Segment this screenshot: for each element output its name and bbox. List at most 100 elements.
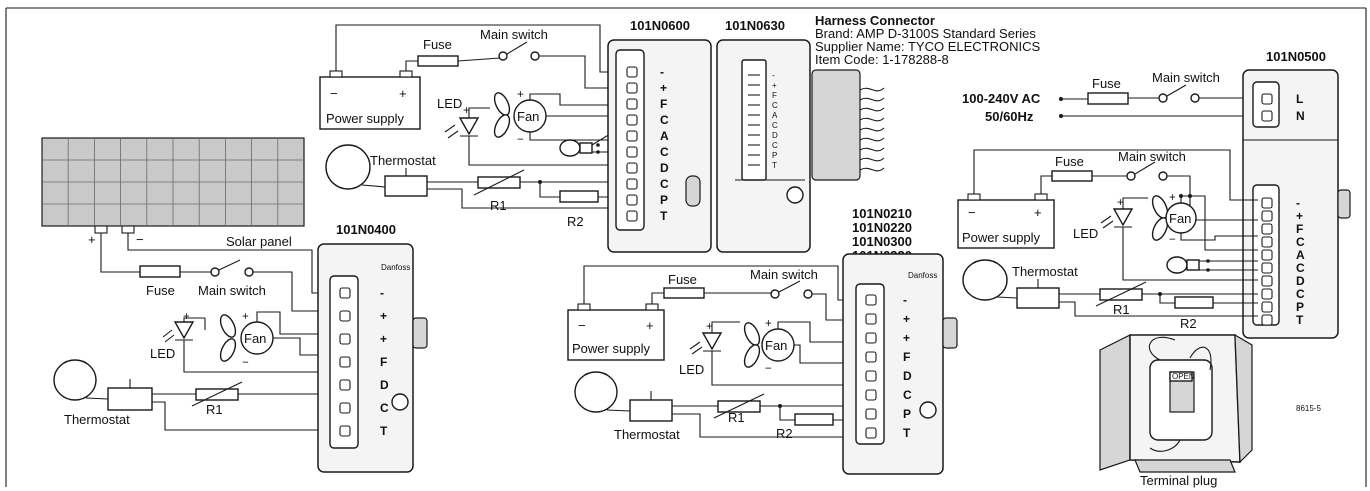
- r1-label: R1: [206, 402, 223, 417]
- fuse-label: Fuse: [668, 272, 697, 287]
- pin-label: D: [380, 378, 389, 392]
- terminal-slot: [1261, 249, 1273, 261]
- harness-title: Harness Connector: [815, 13, 935, 28]
- pin-label: +: [660, 81, 667, 95]
- harness-wire: [859, 167, 885, 172]
- terminal-slot: [339, 333, 351, 345]
- model-101n0600: 101N0600: [630, 18, 690, 33]
- switch-lever: [778, 280, 801, 293]
- switch-lever: [1166, 84, 1187, 97]
- model-101n0220: 101N0220: [852, 220, 912, 235]
- thermostat-body: [629, 399, 673, 422]
- thermostat-bulb-icon: [53, 359, 97, 401]
- wire: [1159, 294, 1175, 304]
- battery-terminal-pos: [645, 303, 659, 311]
- wire: [1180, 233, 1258, 241]
- led-plus: +: [463, 105, 470, 117]
- wire: [427, 188, 620, 209]
- harness-wire: [859, 157, 885, 162]
- wire: [1122, 197, 1148, 209]
- battery-plus-sign: +: [1034, 205, 1042, 220]
- terminal-slot: [865, 294, 877, 306]
- main-switch-label: Main switch: [1118, 149, 1186, 164]
- led-symbol: [701, 332, 723, 351]
- housing-knob: [919, 401, 937, 419]
- terminal-slot: [339, 356, 351, 368]
- fan-plus: +: [1169, 192, 1176, 204]
- harness-item-code: Item Code: 1-178288-8: [815, 52, 949, 67]
- main-switch-label: Main switch: [1152, 70, 1220, 85]
- r1-variable-arrow: [1095, 281, 1147, 307]
- wire: [711, 321, 740, 333]
- terminal-slot: [1261, 236, 1273, 248]
- fan-minus: −: [1169, 234, 1176, 246]
- led-label: LED: [437, 96, 462, 111]
- model-101n0300: 101N0300: [852, 234, 912, 249]
- wire: [1059, 301, 1258, 317]
- harness-brand: Brand: AMP D-3100S Standard Series: [815, 26, 1036, 41]
- terminal-slot: [626, 210, 638, 222]
- fuse-symbol: [1051, 170, 1093, 182]
- terminal-slot: [1261, 93, 1273, 105]
- fan-blade-icon: [493, 114, 511, 138]
- harness-pin-label: C: [772, 121, 778, 130]
- harness-wire: [859, 117, 885, 122]
- r1-variable-arrow: [713, 393, 765, 419]
- power-supply-box: [567, 309, 665, 361]
- switch-contact: [210, 267, 220, 277]
- harness-pin-label: A: [772, 111, 778, 120]
- thermostat-body: [107, 387, 153, 411]
- harness-wire: [859, 97, 885, 102]
- plug-base: [1134, 459, 1236, 473]
- battery-terminal-pos: [399, 70, 413, 78]
- terminal-slot: [1261, 223, 1273, 235]
- thermostat-bulb-icon: [574, 371, 618, 413]
- harness-supplier: Supplier Name: TYCO ELECTRONICS: [815, 39, 1040, 54]
- fan-label: Fan: [517, 109, 539, 124]
- housing-knob: [391, 393, 409, 411]
- device-side-tab: [1337, 189, 1351, 219]
- switch-contact: [1190, 93, 1200, 103]
- harness-pin-label: C: [772, 141, 778, 150]
- resistor-r2: [794, 413, 834, 426]
- open-tag: [1169, 371, 1193, 382]
- pin-label: -: [380, 286, 384, 300]
- battery-plus-sign: +: [399, 86, 407, 101]
- main-switch-label: Main switch: [480, 27, 548, 42]
- led-plus: +: [706, 321, 713, 333]
- led-arrow: [689, 341, 701, 350]
- ac-voltage-label: 100-240V AC: [962, 91, 1041, 106]
- terminal-slot: [626, 82, 638, 94]
- led-symbol: [173, 321, 195, 340]
- thermostat-label: Thermostat: [64, 412, 130, 427]
- pin-label: P: [660, 193, 668, 207]
- wire: [529, 132, 620, 141]
- lamp-base: [1186, 259, 1200, 271]
- led-arrow: [164, 334, 175, 343]
- fan-minus: −: [242, 357, 249, 369]
- power-supply-label: Power supply: [572, 341, 651, 356]
- fan-blade-icon: [219, 338, 237, 362]
- terminal-slot: [626, 114, 638, 126]
- wire: [539, 55, 620, 89]
- fan-label: Fan: [1169, 211, 1191, 226]
- pin-label: T: [903, 426, 911, 440]
- fuse-symbol: [1087, 92, 1129, 105]
- pin-label: A: [660, 129, 669, 143]
- solar-panel-grid: [42, 138, 304, 226]
- led-plus: +: [183, 311, 190, 323]
- wire: [361, 184, 386, 188]
- pin-label: +: [903, 312, 910, 326]
- pin-label: +: [1296, 209, 1303, 223]
- terminal-slot: [626, 162, 638, 174]
- switch-contact: [1158, 171, 1168, 181]
- harness-socket: [741, 59, 767, 181]
- pin-label: D: [1296, 274, 1305, 288]
- terminal-slot: [626, 194, 638, 206]
- terminal-slot: [339, 287, 351, 299]
- fan-plus: +: [242, 311, 249, 323]
- pin-label: T: [660, 209, 668, 223]
- led-label: LED: [150, 346, 175, 361]
- switch-lever: [1134, 161, 1156, 175]
- fuse-label: Fuse: [146, 283, 175, 298]
